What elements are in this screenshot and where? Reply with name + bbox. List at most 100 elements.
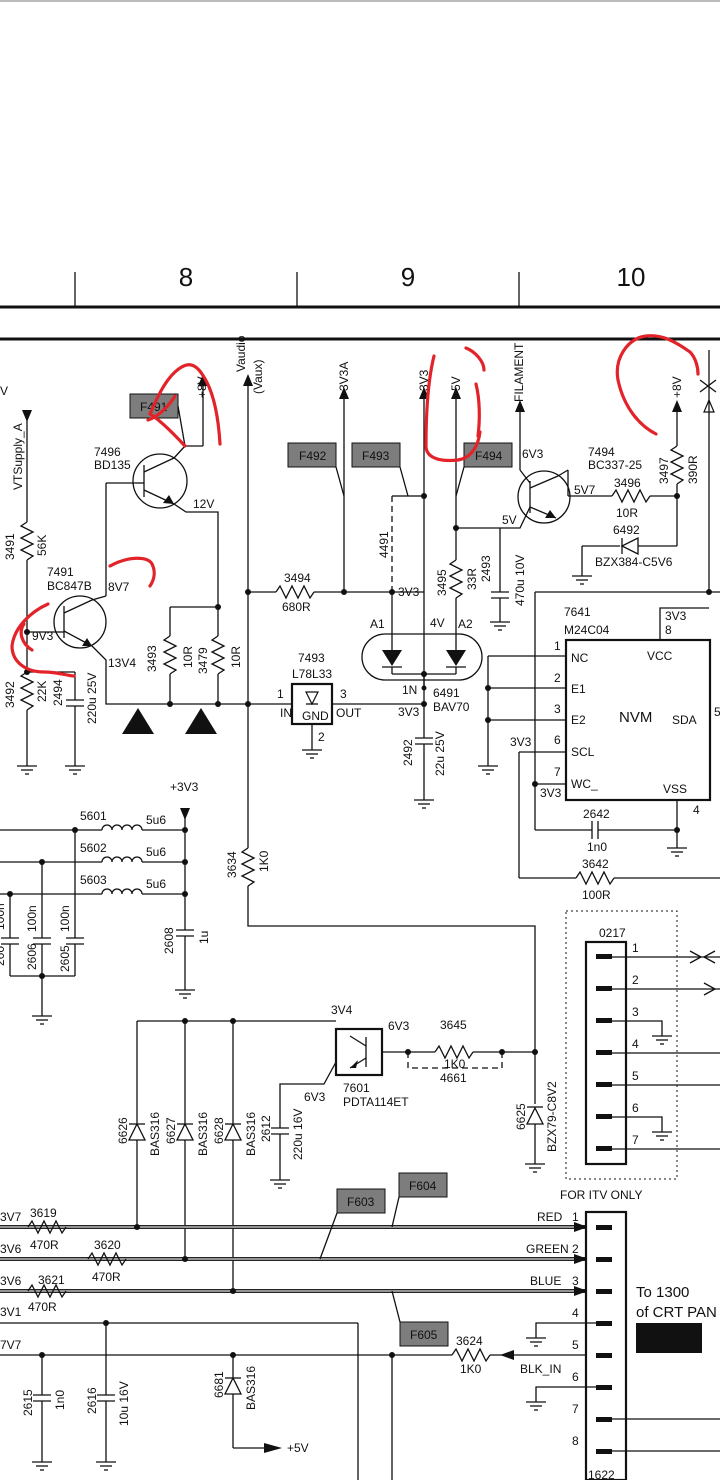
- r3621-val: 470R: [28, 1300, 57, 1314]
- conn0217-pin-2: 2: [632, 973, 639, 987]
- column-label-9: 9: [401, 262, 415, 292]
- resistor-3619: [27, 1219, 67, 1235]
- column-label-10: 10: [617, 262, 646, 292]
- nvm-label: NVM: [619, 709, 652, 726]
- conn0217-pin-5: 5: [632, 1069, 639, 1083]
- r3497-ref: 3497: [657, 457, 671, 484]
- d6627-ref: 6627: [164, 1117, 178, 1144]
- conn0217-pin-7: 7: [632, 1133, 639, 1147]
- l5602-ref: 5602: [80, 841, 107, 855]
- volt-7v7: 7V7: [0, 1338, 22, 1352]
- resistor-3479: [210, 635, 226, 675]
- nvm-pin-num-7: 7: [554, 765, 561, 779]
- nvm-pin-num-2: 2: [554, 671, 561, 685]
- transistor-7494-icon: [517, 470, 571, 524]
- supply-3v3a-label: +3V3A: [337, 362, 351, 398]
- c2494-val: 220u 25V: [85, 673, 99, 724]
- r3619-ref: 3619: [30, 1206, 57, 1220]
- regulator-7493: 7493 L78L33 GND 3 OUT 2: [290, 651, 424, 759]
- column-label-8: 8: [179, 262, 193, 292]
- arrow-icon: [703, 398, 715, 413]
- conn0217-pin-6: 6: [632, 1101, 639, 1115]
- c2607-ref: 260: [0, 946, 7, 966]
- resistor-3492: [19, 671, 35, 711]
- conn1622-pin-4: 4: [572, 1306, 579, 1320]
- c2608-ref: 2608: [162, 927, 176, 954]
- conn1622-pin-1: 1: [572, 1210, 579, 1224]
- flag-f604-label: F603: [347, 1195, 375, 1209]
- volt-12v: 12V: [193, 497, 214, 511]
- reg-pin2: 2: [318, 730, 325, 744]
- supply-3v3-b: +3V3: [170, 780, 199, 794]
- conn1622-body: [584, 1210, 628, 1480]
- resistor-3621: [27, 1283, 67, 1299]
- c2642-val: 1n0: [587, 840, 607, 854]
- c2615-val: 1n0: [53, 1390, 67, 1410]
- supply-vaudio: Vaudio: [234, 335, 248, 372]
- d6625-type: BZX79-C8V2: [545, 1081, 559, 1152]
- c2612-val: 220u 16V: [291, 1109, 305, 1160]
- conn1622-ref: 1622: [588, 1468, 615, 1480]
- d6491-ref: 6491: [433, 686, 460, 700]
- resistor-3496: [611, 488, 651, 504]
- r3634-ref: 3634: [225, 851, 239, 878]
- signal-green: GREEN: [526, 1242, 569, 1256]
- annotation-scribble-7491: [10, 602, 76, 678]
- c2605-val: 100n: [58, 905, 72, 932]
- l5603-ref: 5603: [80, 873, 107, 887]
- resistor-3642: [575, 870, 615, 886]
- crt-badge-text: B 1: [644, 1327, 678, 1352]
- d6625-ref: 6625: [514, 1103, 528, 1130]
- t7601-type: PDTA114ET: [343, 1095, 409, 1109]
- r3624-ref: 3624: [456, 1334, 483, 1348]
- red-annotations: [10, 334, 700, 678]
- d6492-type: BZX384-C5V6: [595, 555, 673, 569]
- r3496-ref: 3496: [614, 476, 641, 490]
- nvm-pin-e1: E1: [571, 682, 586, 696]
- nvm-pin-num-3: 3: [554, 702, 561, 716]
- flag-f604: [336, 1188, 386, 1214]
- d6491-a1: A1: [370, 617, 385, 631]
- annotation-scribble: [464, 346, 486, 372]
- r3495-ref: 3495: [435, 569, 449, 596]
- c2615-ref: 2615: [21, 1389, 35, 1416]
- t7496-type: BD135: [94, 458, 131, 472]
- r3493-ref: 3493: [145, 645, 159, 672]
- volt-3v1: 3V1: [0, 1305, 22, 1319]
- diode-icon: [382, 650, 402, 666]
- r3496-val: 10R: [616, 506, 638, 520]
- reg-ref: 7493: [298, 651, 325, 665]
- c2493-val: 470u 10V: [513, 555, 527, 606]
- supply-5v: +5V: [449, 376, 463, 398]
- flag-f492-label: F492: [299, 449, 327, 463]
- c2605-ref: 2605: [58, 945, 72, 972]
- nvm-pin-num-6: 6: [554, 733, 561, 747]
- resistor-3497: [669, 445, 685, 485]
- volt-scl: 3V3: [510, 735, 532, 749]
- transistor-7601-box: [334, 1027, 384, 1077]
- d6626-type: BAS316: [148, 1112, 162, 1156]
- inductor-5602: [101, 856, 143, 863]
- d6628-type: BAS316: [244, 1112, 258, 1156]
- signal-blk-in: BLK_IN: [520, 1362, 561, 1376]
- vtsupply-label: VTSupply_A: [11, 423, 25, 490]
- rgb-bus: 3619 470R 3V7 3620 470R 3V6 3621 470R 3V…: [0, 1172, 588, 1480]
- c2606-val: 100n: [25, 905, 39, 932]
- crt-line1: To 1300: [636, 1284, 689, 1301]
- nvm-pin-wc: WC_: [571, 777, 598, 791]
- c2616-ref: 2616: [85, 1387, 99, 1414]
- annotation-scribble-f491: [148, 363, 222, 448]
- itv-note: FOR ITV ONLY: [560, 1188, 642, 1202]
- l5603-val: 5u6: [146, 877, 166, 891]
- d6492-ref: 6492: [613, 523, 640, 537]
- t7601-ref: 7601: [343, 1081, 370, 1095]
- l5602-val: 5u6: [146, 845, 166, 859]
- r3642-ref: 3642: [582, 857, 609, 871]
- warning-icon: [122, 708, 154, 734]
- diode-6626-icon: [127, 1122, 147, 1141]
- r4491-ref: 4491: [377, 531, 391, 558]
- c2642-ref: 2642: [583, 807, 610, 821]
- nvm-pin-scl: SCL: [571, 745, 595, 759]
- nvm-ref: 7641: [564, 605, 591, 619]
